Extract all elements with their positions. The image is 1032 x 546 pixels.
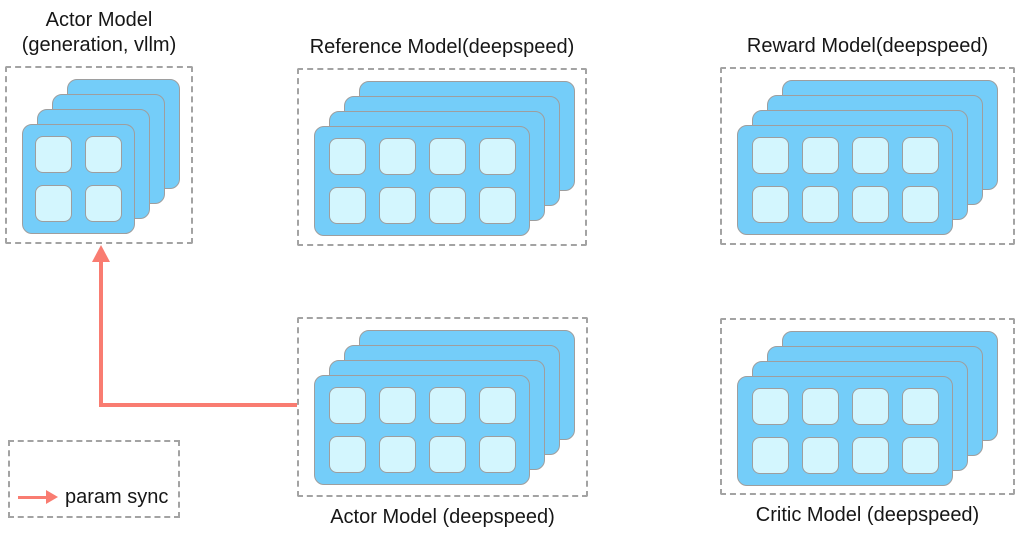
gpu-chip [378, 187, 416, 224]
gpu-chip [801, 437, 839, 474]
gpu-node-card [22, 124, 135, 234]
gpu-chip [378, 138, 416, 175]
gpu-chip [328, 187, 366, 224]
gpu-chip [751, 388, 789, 425]
reward-dashed-box [720, 67, 1015, 245]
gpu-chip [328, 436, 366, 473]
param-sync-arrow-icon [18, 490, 58, 504]
gpu-chip [35, 185, 72, 222]
reference-dashed-box [297, 68, 587, 246]
gpu-chip [851, 388, 889, 425]
gpu-chip [478, 187, 516, 224]
param-sync-arrow-vertical-segment [99, 259, 103, 407]
group-critic-model: Critic Model (deepspeed) [720, 318, 1015, 526]
legend-box: param sync [8, 440, 180, 518]
gpu-chip [428, 138, 466, 175]
param-sync-arrow-horizontal-segment [99, 403, 297, 407]
gpu-chip [478, 387, 516, 424]
gpu-chip [801, 186, 839, 223]
group-title: Reward Model(deepspeed) [746, 34, 989, 57]
gpu-chip [801, 137, 839, 174]
gpu-node-card [737, 125, 953, 235]
group-title: Critic Model (deepspeed) [755, 504, 980, 526]
gpu-chip [801, 388, 839, 425]
gpu-chip [901, 186, 939, 223]
group-title: Actor Model (generation, vllm) [21, 9, 177, 56]
gpu-node-card [314, 375, 530, 485]
gpu-chip [378, 387, 416, 424]
group-title: Actor Model (deepspeed) [330, 506, 555, 528]
legend-label: param sync [65, 485, 169, 508]
gpu-chip [378, 436, 416, 473]
gpu-chip [751, 437, 789, 474]
gpu-node-card [314, 126, 530, 236]
gpu-chip [85, 185, 122, 222]
group-reward-model: Reward Model(deepspeed) [720, 35, 1015, 245]
gpu-chip [478, 436, 516, 473]
gpu-chip [901, 388, 939, 425]
group-title: Reference Model(deepspeed) [309, 35, 575, 58]
gpu-chip [428, 387, 466, 424]
gpu-chip [751, 186, 789, 223]
gpu-chip [478, 138, 516, 175]
gpu-chip [901, 137, 939, 174]
gpu-chip [851, 186, 889, 223]
gpu-chip [328, 387, 366, 424]
group-reference-model: Reference Model(deepspeed) [297, 36, 587, 246]
gpu-chip [851, 137, 889, 174]
gpu-node-card [737, 376, 953, 486]
gpu-chip [35, 136, 72, 173]
group-actor-model-deepspeed: Actor Model (deepspeed) [297, 317, 588, 528]
gpu-chip [901, 437, 939, 474]
group-actor-model-vllm: Actor Model (generation, vllm) [5, 9, 193, 244]
actor-vllm-dashed-box [5, 66, 193, 244]
critic-dashed-box [720, 318, 1015, 495]
param-sync-arrow-up-head [92, 245, 110, 262]
gpu-chip [428, 187, 466, 224]
gpu-chip [428, 436, 466, 473]
gpu-chip [85, 136, 122, 173]
gpu-chip [751, 137, 789, 174]
gpu-chip [851, 437, 889, 474]
actor-deepspeed-dashed-box [297, 317, 588, 497]
gpu-chip [328, 138, 366, 175]
